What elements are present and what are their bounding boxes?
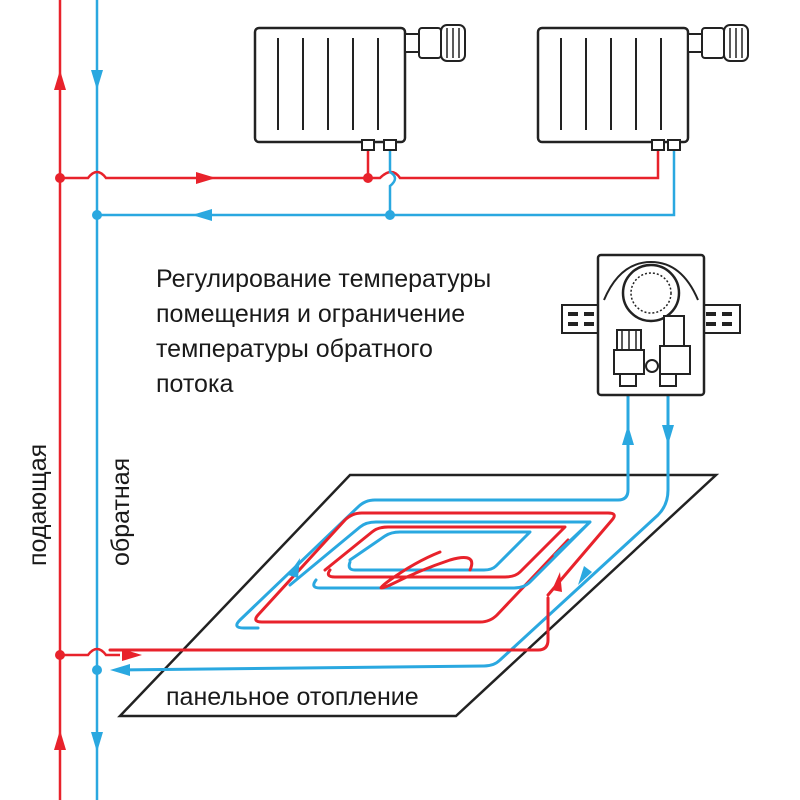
supply-line-radiators bbox=[60, 148, 660, 180]
floor-coil-return-inner bbox=[347, 530, 532, 572]
floor-coil-return-outer bbox=[235, 393, 630, 630]
floor-coil-return-leg bbox=[116, 393, 670, 672]
radiator-icon bbox=[253, 24, 466, 151]
control-unit-icon bbox=[561, 253, 741, 397]
caption-line: Регулирование температуры bbox=[156, 265, 492, 293]
thermostatic-head-icon bbox=[687, 24, 749, 62]
floor-coil-supply-inner bbox=[379, 550, 474, 590]
floor-coil-supply-leg bbox=[108, 596, 550, 652]
return-riser-label: обратная bbox=[107, 457, 135, 566]
thermostatic-head-icon bbox=[404, 24, 466, 62]
floor-coil-supply-mid bbox=[323, 525, 567, 579]
caption-line: потока bbox=[156, 370, 234, 398]
floor-coil-supply-outer bbox=[254, 511, 616, 624]
floor-heating-label: панельное отопление bbox=[166, 683, 419, 711]
caption-line: помещения и ограничение bbox=[156, 300, 466, 328]
flow-arrow-icon bbox=[54, 70, 674, 752]
floor-coil-return-mid bbox=[288, 520, 592, 590]
radiator-icon bbox=[536, 24, 749, 151]
caption-line: температуры обратного bbox=[156, 335, 433, 363]
floor-panel bbox=[117, 473, 720, 718]
supply-riser-label: подающая bbox=[24, 443, 52, 566]
return-line-radiators bbox=[97, 148, 676, 217]
control-caption: Регулирование температуры помещения и ог… bbox=[156, 262, 576, 402]
junction-dots bbox=[55, 173, 395, 675]
